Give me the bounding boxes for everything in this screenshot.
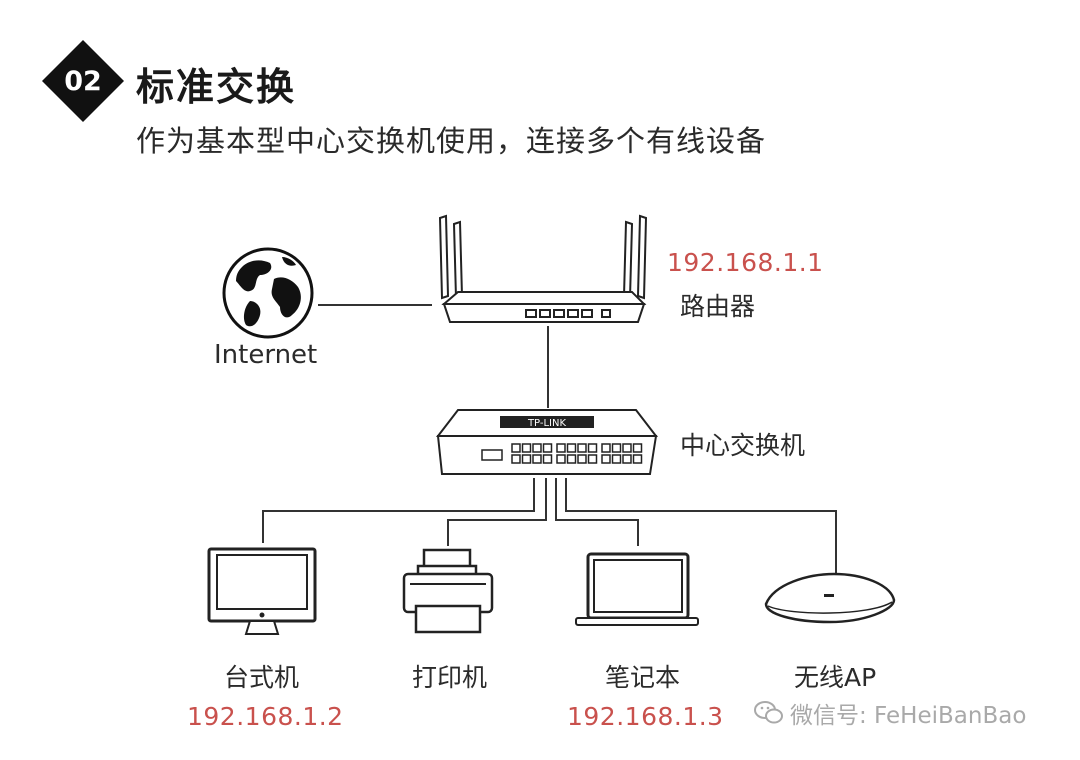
page-title: 标准交换 (136, 65, 297, 109)
laptop-ip: 192.168.1.3 (567, 702, 724, 731)
switch-port (566, 454, 577, 464)
switch-port (542, 443, 553, 453)
switch-port (577, 454, 587, 464)
line-switch-desktop (262, 478, 535, 543)
switch-icon: TP-LINK (435, 409, 659, 475)
diamond-badge-icon (42, 40, 124, 122)
laptop-label: 笔记本 (605, 663, 681, 692)
switch-port (566, 443, 577, 453)
switch-port (622, 443, 632, 453)
laptop-icon (575, 552, 699, 626)
switch-port (601, 443, 611, 453)
switch-port (532, 454, 542, 464)
switch-port (521, 443, 532, 453)
line-switch-laptop (555, 478, 639, 546)
desktop-monitor-icon (207, 547, 317, 635)
wechat-icon (754, 701, 783, 724)
switch-port (542, 454, 553, 464)
ap-label: 无线AP (794, 663, 877, 692)
switch-port (622, 454, 632, 464)
watermark-text: 微信号: FeHeiBanBao (790, 703, 1027, 729)
switch-port (601, 454, 611, 464)
watermark: 微信号: FeHeiBanBao (754, 696, 1026, 730)
line-switch-printer (447, 478, 547, 546)
globe-icon (222, 247, 314, 339)
internet-label: Internet (214, 340, 318, 370)
desktop-label: 台式机 (224, 663, 300, 692)
switch-brand-text: TP-LINK (527, 418, 567, 429)
router-ip: 192.168.1.1 (667, 248, 824, 277)
switch-port (632, 454, 643, 464)
switch-port (556, 443, 566, 453)
switch-port (587, 454, 598, 464)
line-switch-ap (565, 478, 837, 573)
router-label: 路由器 (680, 292, 756, 321)
router-icon (438, 214, 648, 323)
switch-port (611, 454, 622, 464)
badge-number: 02 (64, 65, 102, 97)
switch-port (632, 443, 643, 453)
switch-port (521, 454, 532, 464)
switch-port (511, 443, 521, 453)
switch-port (577, 443, 587, 453)
switch-port (611, 443, 622, 453)
section-badge: 02 (40, 38, 126, 124)
switch-label: 中心交换机 (680, 431, 806, 460)
switch-port (532, 443, 542, 453)
printer-label: 打印机 (412, 663, 488, 692)
switch-port (511, 454, 521, 464)
desktop-ip: 192.168.1.2 (187, 702, 344, 731)
switch-port (587, 443, 598, 453)
switch-port (556, 454, 566, 464)
page-subtitle: 作为基本型中心交换机使用，连接多个有线设备 (136, 124, 767, 158)
wireless-ap-icon (764, 572, 896, 624)
printer-icon (402, 548, 494, 634)
